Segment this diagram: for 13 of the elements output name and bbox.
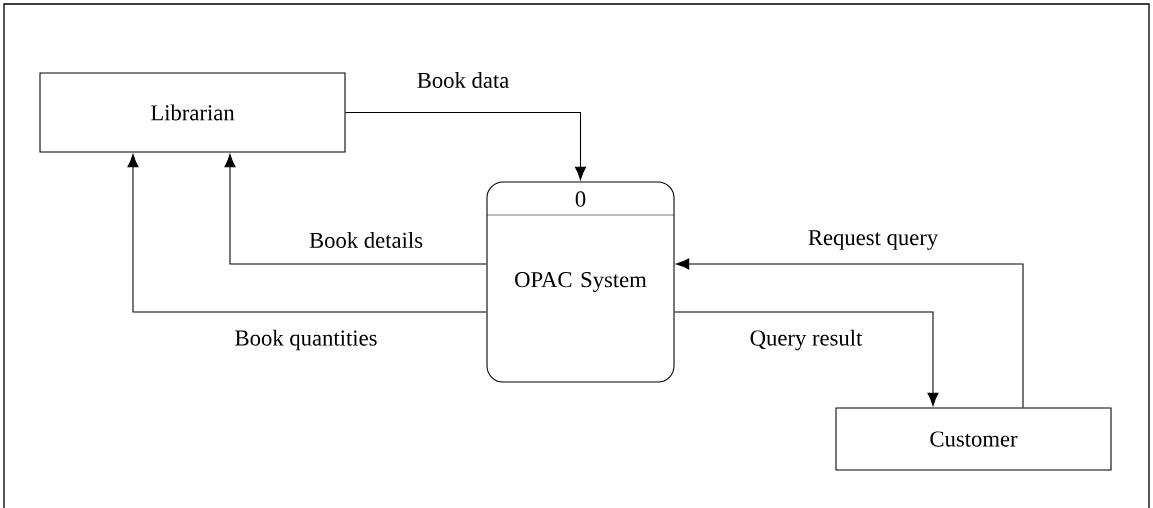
arrow [224, 154, 487, 265]
edge-label: Query result [748, 328, 864, 352]
edge-label: Request query [806, 228, 940, 252]
edge-label: Book details [307, 230, 425, 250]
arrow [127, 154, 487, 313]
edge-label: Book quantities [233, 328, 379, 352]
entity-box: Librarian [39, 72, 346, 153]
process-box: 0 OPAC System [486, 181, 675, 383]
edge-label: Book data [415, 70, 511, 90]
arrow [345, 111, 587, 180]
arrow [674, 311, 939, 406]
entity-box: Customer [835, 407, 1112, 471]
arrow [676, 258, 1024, 408]
